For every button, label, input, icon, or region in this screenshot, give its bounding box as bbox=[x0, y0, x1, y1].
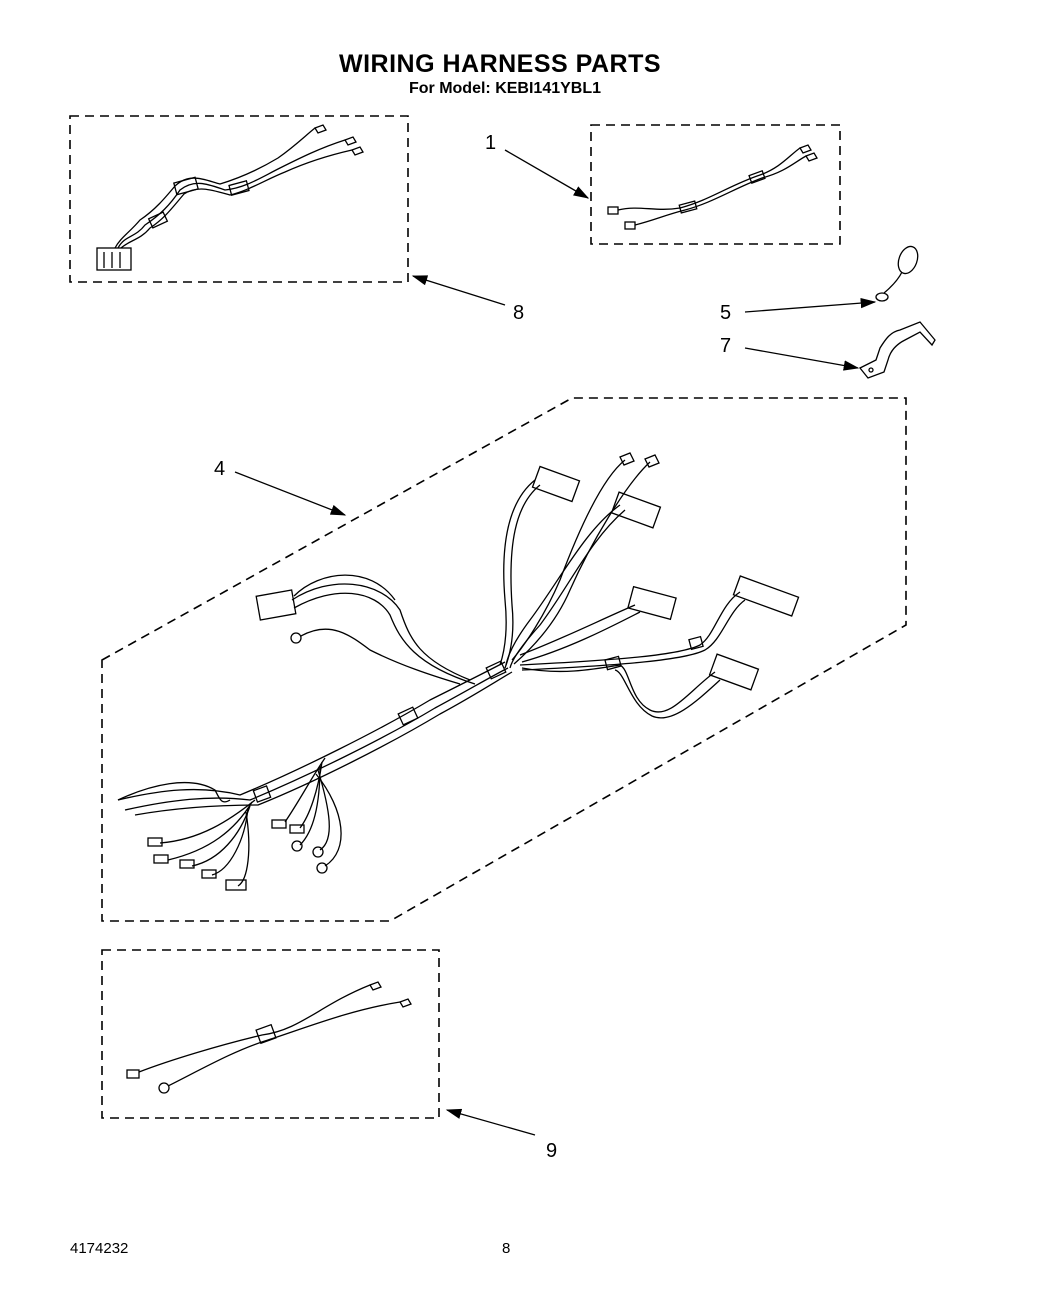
callout-8: 8 bbox=[513, 302, 525, 324]
part-8-harness bbox=[96, 124, 364, 271]
callout-5: 5 bbox=[720, 302, 732, 324]
callout-9: 9 bbox=[546, 1140, 558, 1162]
leader-9 bbox=[445, 1108, 536, 1136]
callout-4: 4 bbox=[214, 458, 226, 480]
part-4-dashed-box bbox=[101, 397, 907, 922]
part-7-bracket bbox=[858, 321, 936, 379]
part-5-wire-tie bbox=[875, 245, 919, 302]
part-8-group bbox=[69, 115, 409, 283]
part-9-dashed-box bbox=[101, 949, 440, 1119]
part-1-dashed-box bbox=[590, 124, 841, 245]
part-9-group bbox=[101, 949, 440, 1119]
leader-7 bbox=[744, 347, 860, 371]
leader-1 bbox=[504, 149, 590, 199]
part-8-dashed-box bbox=[69, 115, 409, 283]
document-number: 4174232 bbox=[70, 1240, 129, 1257]
page-number: 8 bbox=[502, 1240, 511, 1257]
part-9-harness bbox=[126, 981, 412, 1094]
part-1-group bbox=[590, 124, 841, 245]
callout-7: 7 bbox=[720, 335, 732, 357]
leader-5 bbox=[744, 297, 877, 313]
part-4-group bbox=[101, 397, 907, 922]
leader-8 bbox=[411, 275, 506, 306]
part-1-harness bbox=[607, 144, 818, 230]
part-4-harness bbox=[117, 452, 800, 891]
callout-1: 1 bbox=[485, 132, 497, 154]
leader-4 bbox=[234, 471, 347, 516]
callout-leaders bbox=[234, 149, 877, 1136]
model-subtitle: For Model: KEBI141YBL1 bbox=[408, 80, 602, 97]
page-title: WIRING HARNESS PARTS bbox=[338, 50, 662, 78]
